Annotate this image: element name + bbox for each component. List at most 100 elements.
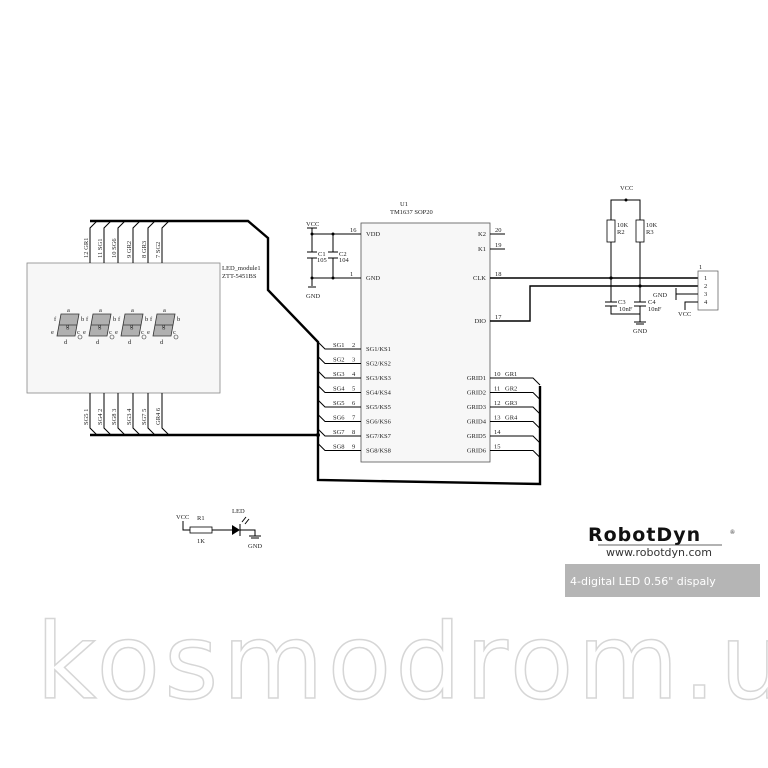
segment-label: d [64, 339, 68, 346]
robotdyn-logo: RobotDyn ® www.robotdyn.com [588, 524, 735, 559]
ic-pin-name: SG1/KS1 [366, 346, 391, 353]
ic-pin-name: K1 [478, 246, 486, 253]
conn-pin-4: 4 [704, 299, 708, 306]
decimal-point [173, 334, 179, 340]
led-bottom-pin-wire [89, 393, 98, 436]
c4-value: 10nF [648, 306, 662, 313]
decoupling-caps: VCC GND C1 105 C2 104 [306, 221, 361, 300]
led-bottom-pin-label: SG7 5 [141, 409, 148, 425]
led-top-pin-wire [103, 220, 112, 263]
segment-label: e [51, 329, 54, 336]
ic-pin-name: GND [366, 275, 380, 282]
segment-label: c [141, 329, 144, 336]
grid-wire [490, 435, 541, 444]
conn-ref: 1 [699, 264, 702, 271]
segment-label: a [131, 307, 134, 314]
c1-ref: C1 [318, 251, 326, 258]
r1-ref: R1 [197, 515, 205, 522]
logo-text: RobotDyn [588, 524, 701, 546]
segment-label: f [54, 316, 57, 323]
r1-value: 1K [197, 538, 205, 545]
ic-pin-num: 12 [494, 400, 501, 407]
seg-net-label: SG6 [333, 415, 345, 422]
led-bottom-pin-wire [132, 393, 141, 436]
seg-net-label: SG4 [333, 386, 345, 393]
ic-pin-num: 14 [494, 429, 501, 436]
seg-net-label: SG2 [333, 357, 345, 364]
ic-pin-num: 7 [352, 415, 356, 422]
segment-label: d [96, 339, 100, 346]
decimal-point [141, 334, 147, 340]
led-module: LED_module1 ZTT-5451BS abcdefgabcdefgabc… [26, 220, 261, 436]
connector-j1: 1 1 2 3 4 GND VCC [653, 264, 719, 318]
ic-pin-name: DIO [474, 318, 486, 325]
ic-pin-num: 6 [352, 400, 356, 407]
segment-label: e [147, 329, 150, 336]
grid-wire [490, 421, 541, 429]
led-top-pin-label: 7 SG2 [155, 242, 162, 258]
segment-label: c [77, 329, 80, 336]
conn-vcc-label: VCC [678, 311, 691, 318]
dio-net [490, 285, 700, 322]
ic-pin-num: 20 [495, 227, 502, 234]
bus-top [90, 219, 542, 486]
led-top-pin-wire [117, 220, 126, 263]
segment-label: b [81, 316, 84, 323]
led-bottom-pin-wire [161, 393, 170, 436]
ic-pin-name: GRID5 [467, 433, 486, 440]
segment-label: c [173, 329, 176, 336]
segment-label: d [128, 339, 132, 346]
power-led-circuit: VCC R1 1K LED GND [176, 508, 262, 550]
seg-wire [317, 443, 361, 451]
seg-net-label: SG5 [333, 400, 345, 407]
led-top-pin-label: 12 GR1 [83, 238, 90, 258]
ic-pin-name: VDD [366, 231, 380, 238]
vcc-label: VCC [620, 185, 633, 192]
ic-pin-num: 18 [495, 271, 502, 278]
ic-pin-num: 15 [494, 444, 501, 451]
vcc-label: VCC [306, 221, 319, 228]
segment-label: b [177, 316, 180, 323]
grid-net-label: GR4 [505, 415, 518, 422]
watermark: kosmodrom.ua [36, 601, 768, 723]
segment-label: a [99, 307, 102, 314]
ic-pin-name: GRID3 [467, 404, 486, 411]
seg-wire [317, 356, 361, 364]
title-banner-text: 4-digital LED 0.56" dispaly [570, 575, 716, 588]
c2-value: 104 [339, 257, 350, 264]
ic-pin-name: SG4/KS4 [366, 390, 392, 397]
ic-pin-name: GRID6 [467, 448, 487, 455]
led-bottom-pin-label: GR4 6 [155, 407, 162, 425]
grid-net-label: GR3 [505, 400, 517, 407]
decimal-point [77, 334, 83, 340]
led-bottom-pin-label: SG4 2 [97, 409, 104, 425]
segment-label: a [67, 307, 70, 314]
segment-label: g [130, 323, 134, 330]
led-top-pin-label: 10 SG6 [111, 238, 118, 258]
r3-value: 10K [646, 222, 658, 229]
ic-pin-num: 5 [352, 386, 355, 393]
led-vcc-label: VCC [176, 514, 189, 521]
seg-wire [317, 428, 361, 437]
led-top-pin-wire [161, 220, 170, 263]
segment-label: e [83, 329, 86, 336]
ic-pin-name: K2 [478, 231, 486, 238]
led-module-ref: LED_module1 [222, 265, 261, 272]
c4-ref: C4 [648, 299, 656, 306]
grid-wire [490, 406, 541, 415]
ic-pin-name: GRID1 [467, 375, 486, 382]
ic-pin-num: 1 [350, 271, 353, 278]
ic-pin-name: SG2/KS2 [366, 361, 391, 368]
ic-pin-num: 13 [494, 415, 501, 422]
seg-wire [317, 385, 361, 393]
seg-wire [317, 341, 361, 350]
c3-ref: C3 [618, 299, 626, 306]
gnd-label: GND [633, 328, 647, 335]
ic-pin-num: 2 [352, 342, 355, 349]
segment-label: c [109, 329, 112, 336]
led-top-pin-label: 8 GR3 [141, 241, 148, 258]
ic-pin-num: 17 [495, 314, 502, 321]
segment-label: g [98, 323, 102, 330]
logo-reg: ® [730, 529, 735, 536]
led-bottom-pin-wire [103, 393, 112, 436]
